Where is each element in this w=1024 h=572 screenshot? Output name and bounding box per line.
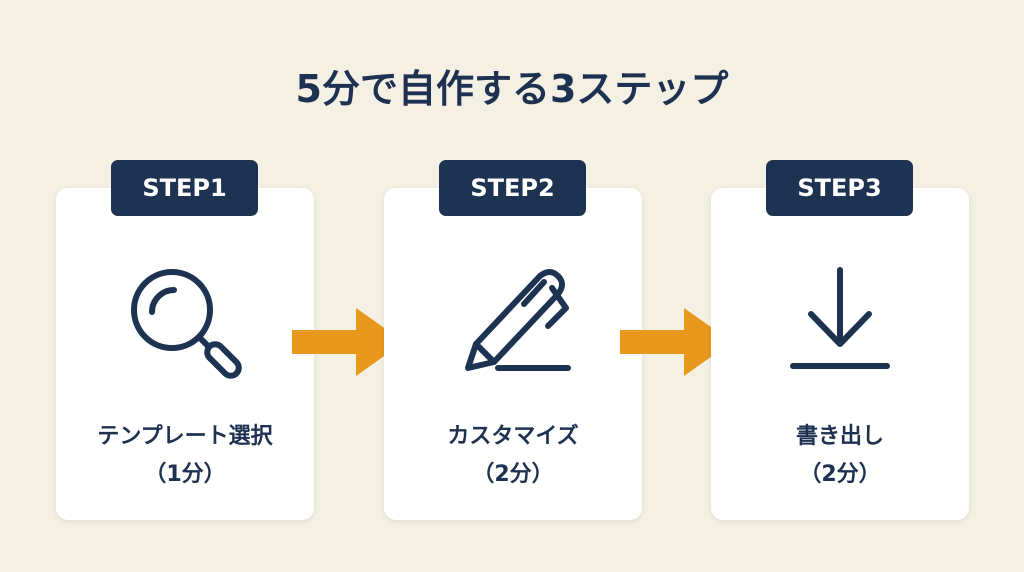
arrow-right-icon xyxy=(620,308,732,376)
magnifier-icon xyxy=(131,269,242,379)
step-time: （2分） xyxy=(472,462,554,487)
pen-icon xyxy=(465,269,571,371)
step-badge-1: STEP1 xyxy=(111,160,258,216)
step-label: カスタマイズ xyxy=(447,424,579,449)
step-label: テンプレート選択 xyxy=(97,424,273,449)
step-badge-2: STEP2 xyxy=(439,160,586,216)
arrow-right-icon xyxy=(292,308,404,376)
download-icon xyxy=(790,267,890,369)
page-title: 5分で自作する3ステップ xyxy=(295,67,729,111)
step-card-1: テンプレート選択 （1分） xyxy=(56,188,314,520)
step-time: （2分） xyxy=(799,462,881,487)
step-card-3: 書き出し （2分） xyxy=(711,188,969,520)
step-time: （1分） xyxy=(144,462,226,487)
step-label: 書き出し xyxy=(795,424,884,449)
step-card-2: カスタマイズ （2分） xyxy=(384,188,642,520)
step-badge-3: STEP3 xyxy=(766,160,913,216)
